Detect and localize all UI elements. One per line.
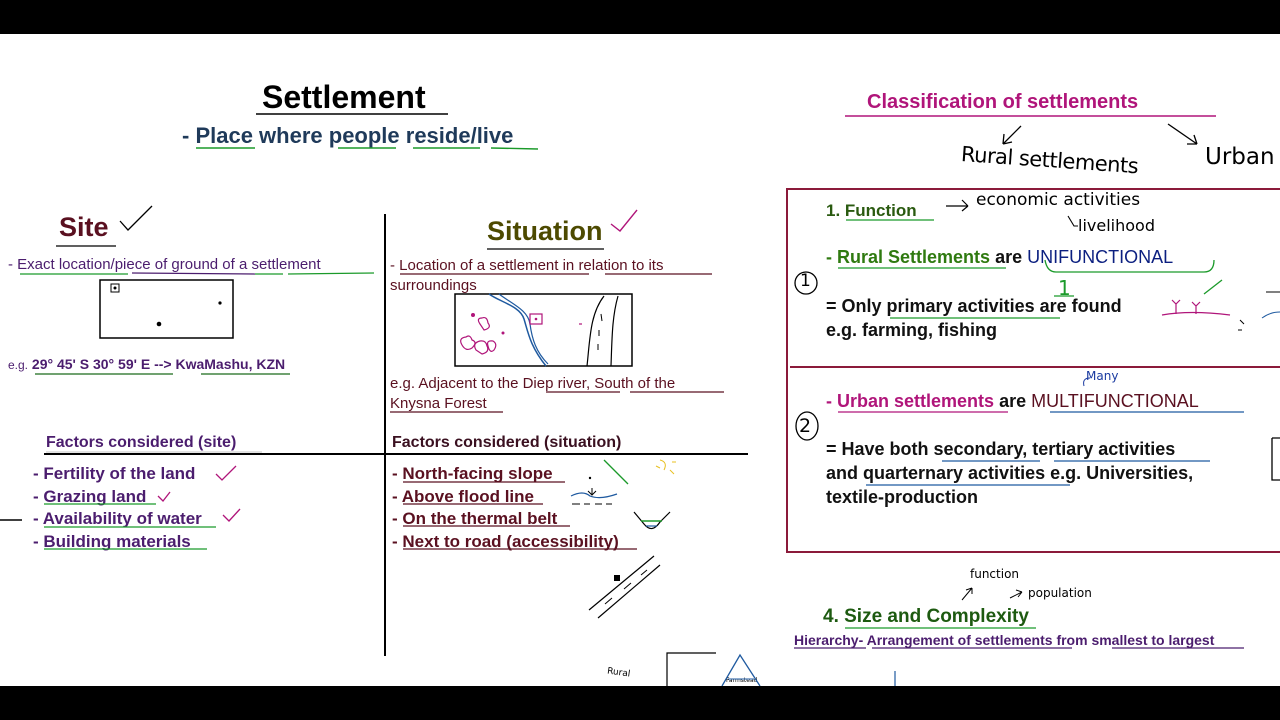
- hand-farmstead: Farmstead: [726, 677, 758, 684]
- check-icon: [222, 508, 241, 522]
- hand-function: function: [970, 567, 1020, 581]
- site-factor-item: - Availability of water: [33, 509, 202, 528]
- function-heading-text: 1. Function: [826, 201, 917, 220]
- drawings-overlay: [0, 113, 1280, 686]
- circle-2: [795, 411, 819, 441]
- site-example-coords: 29° 45' S 30° 59' E: [31, 356, 151, 372]
- hand-economic-activities: economic activities: [976, 190, 1141, 210]
- function-heading: 1. Function: [826, 201, 917, 221]
- situation-example-2: Knysna Forest: [390, 395, 487, 412]
- situation-heading: Situation: [487, 216, 603, 246]
- situation-definition-2: surroundings: [390, 277, 477, 294]
- situation-factor-item: - Next to road (accessibility): [392, 532, 619, 551]
- classification-heading: Classification of settlements: [867, 91, 1139, 113]
- pyramid-outline: [721, 653, 761, 686]
- definition-underlines: [196, 147, 539, 150]
- rural-line: - Rural Settlements are UNIFUNCTIONAL: [826, 247, 1173, 268]
- definition-body: Place where people reside/live: [195, 123, 514, 148]
- urban-desc-2: and quarternary activities e.g. Universi…: [826, 463, 1194, 483]
- check-icon: [610, 209, 638, 232]
- urban-are: are: [999, 391, 1027, 411]
- situation-factor-item: - Above flood line: [392, 487, 534, 506]
- urban-type: MULTIFUNCTIONAL: [1031, 391, 1199, 411]
- site-definition: - Exact location/piece of ground of a se…: [8, 256, 321, 273]
- definition-text: - Place where people reside/live: [182, 123, 513, 149]
- site-example-prefix: e.g.: [8, 358, 29, 372]
- urban-desc-3: textile-production: [826, 487, 978, 507]
- site-example: e.g. 29° 45' S 30° 59' E --> KwaMashu, K…: [8, 356, 285, 372]
- urban-label: - Urban settlements: [826, 391, 995, 411]
- check-icon: [157, 491, 171, 502]
- site-map-box: [99, 279, 234, 339]
- rural-type: UNIFUNCTIONAL: [1027, 247, 1174, 267]
- circle-1: [794, 271, 818, 295]
- hand-livelihood: livelihood: [1078, 216, 1155, 235]
- rural-are: are: [995, 247, 1023, 267]
- circle-number-2: 2: [799, 415, 812, 437]
- situation-factor-item: - On the thermal belt: [392, 509, 558, 528]
- size-heading: 4. Size and Complexity: [823, 606, 1029, 627]
- whiteboard-canvas: Settlement - Place where people reside/l…: [0, 34, 1280, 686]
- hand-population: population: [1028, 586, 1092, 600]
- arrow-icon: [1167, 123, 1198, 145]
- site-factor-item: - Fertility of the land: [33, 464, 196, 483]
- check-icon: [119, 205, 153, 231]
- situation-definition-1: - Location of a settlement in relation t…: [390, 257, 664, 274]
- site-factors-heading: Factors considered (site): [46, 434, 237, 451]
- rural-desc-1: = Only primary activities are found: [826, 296, 1122, 316]
- hierarchy-text: Hierarchy- Arrangement of settlements fr…: [794, 632, 1215, 648]
- situation-factor-item: - North-facing slope: [392, 464, 553, 483]
- site-example-place: KwaMashu, KZN: [175, 356, 286, 372]
- situation-map-box: [454, 293, 633, 367]
- urban-desc-1: = Have both secondary, tertiary activiti…: [826, 439, 1176, 459]
- site-heading: Site: [59, 212, 109, 242]
- hand-many: Many: [1086, 369, 1119, 383]
- site-example-arrow: -->: [154, 356, 172, 372]
- site-factor-item: - Building materials: [33, 532, 191, 551]
- classification-box: [786, 188, 1280, 553]
- situation-factors-heading: Factors considered (situation): [392, 434, 622, 451]
- definition-prefix: -: [182, 123, 196, 148]
- hand-urban: Urban: [1205, 144, 1275, 170]
- arrow-icon: [1002, 125, 1022, 145]
- rural-desc-2: e.g. farming, fishing: [826, 320, 998, 340]
- circle-number-1: 1: [800, 271, 811, 291]
- hand-one: 1: [1058, 276, 1071, 300]
- check-icon: [215, 465, 237, 481]
- situation-example-1: e.g. Adjacent to the Diep river, South o…: [390, 375, 676, 392]
- urban-line: - Urban settlements are MULTIFUNCTIONAL: [826, 391, 1199, 412]
- page-title: Settlement: [262, 79, 426, 115]
- site-factor-item: - Grazing land: [33, 487, 147, 506]
- rural-label: - Rural Settlements: [826, 247, 991, 267]
